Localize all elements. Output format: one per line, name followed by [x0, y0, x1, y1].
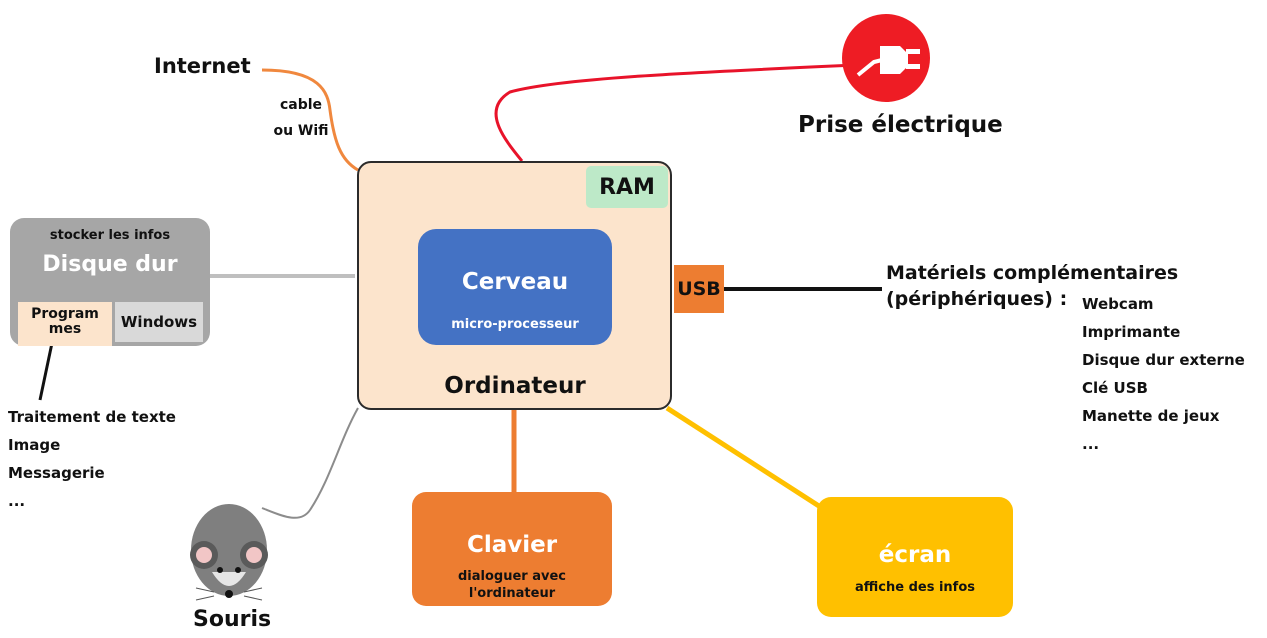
screen-subtitle: affiche des infos [855, 580, 975, 595]
keyboard-subtitle: dialoguer avec l'ordinateur [432, 568, 592, 602]
screen-wire [665, 405, 824, 511]
list-item: Traitement de texte [8, 408, 176, 426]
list-item: Manette de jeux [1082, 407, 1220, 425]
disk-programs-box: Program mes [18, 302, 112, 346]
cpu-subtitle: micro-processeur [451, 317, 579, 332]
disk-windows-box: Windows [115, 302, 203, 342]
internet-sub-line: ou Wifi [273, 123, 329, 139]
screen-box: écran affiche des infos [817, 497, 1013, 617]
mouse-icon [190, 504, 268, 601]
list-item: Webcam [1082, 295, 1154, 313]
list-item: Clé USB [1082, 379, 1148, 397]
peripherals-title-line: Matériels complémentaires [886, 262, 1179, 284]
power-wire [494, 63, 858, 162]
usb-port: USB [674, 265, 724, 313]
list-item: ... [1082, 435, 1100, 453]
ram-box: RAM [586, 166, 668, 208]
power-plug-icon [842, 14, 930, 102]
keyboard-box: Clavier dialoguer avec l'ordinateur [412, 492, 612, 606]
list-item: ... [8, 492, 26, 510]
peripherals-title-line: (périphériques) : [886, 288, 1068, 310]
internet-wire [261, 68, 359, 172]
peripherals-title: Matériels complémentaires (périphériques… [886, 260, 1178, 312]
hard-disk-box: stocker les infos Disque dur Program mes… [10, 218, 210, 346]
list-item: Disque dur externe [1082, 351, 1245, 369]
internet-connection-type: cable ou Wifi [262, 92, 340, 144]
keyboard-subtitle-line: l'ordinateur [468, 586, 556, 601]
programs-list: Traitement de texte Image Messagerie ... [8, 403, 176, 515]
mouse-wire [261, 407, 359, 519]
computer-label: Ordinateur [444, 373, 586, 399]
disk-caption: stocker les infos [49, 228, 171, 243]
internet-sub-line: cable [279, 97, 323, 113]
disk-title: Disque dur [42, 252, 178, 277]
internet-label: Internet [154, 54, 251, 78]
list-item: Image [8, 436, 61, 454]
peripherals-list: Webcam Imprimante Disque dur externe Clé… [1082, 290, 1245, 458]
screen-title: écran [878, 542, 952, 568]
keyboard-subtitle-line: dialoguer avec [457, 569, 566, 584]
cpu-box: Cerveau micro-processeur [418, 229, 612, 345]
list-item: Messagerie [8, 464, 105, 482]
programs-label-line: Program [31, 306, 99, 322]
keyboard-title: Clavier [466, 532, 558, 558]
programs-label-line: mes [48, 321, 82, 337]
list-item: Imprimante [1082, 323, 1181, 341]
mouse-label: Souris [193, 607, 272, 632]
cpu-title: Cerveau [461, 269, 569, 295]
programs-pointer-line [38, 342, 54, 401]
power-outlet-label: Prise électrique [798, 112, 1003, 138]
